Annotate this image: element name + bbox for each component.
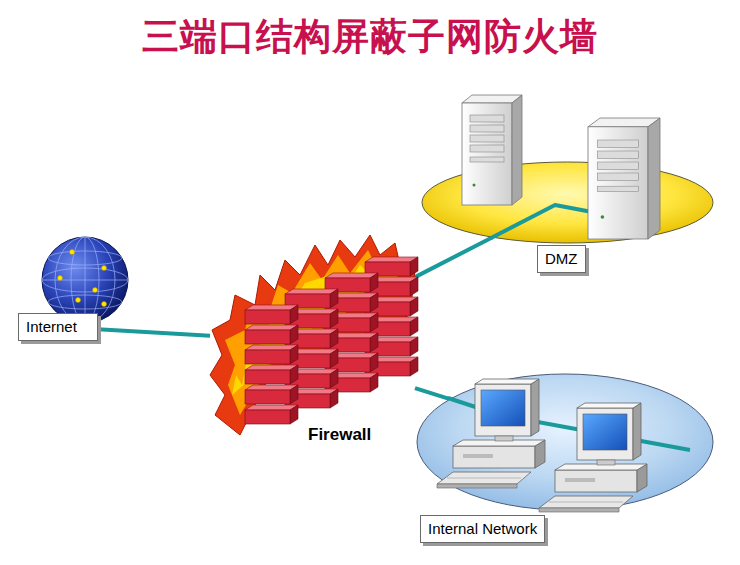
brick [245,405,298,424]
brick [245,305,298,324]
network-link [98,329,210,335]
brick [245,385,298,404]
internet-label: Internet [18,313,98,341]
node-label: Internet [26,318,90,336]
brick [245,345,298,364]
firewall-illustration [210,235,415,447]
brick [245,325,298,344]
network-link [415,237,493,277]
firewall-node: Firewall [210,235,415,447]
dmz-ellipse [420,160,715,245]
network-link [415,388,450,399]
node-caption: Firewall [308,425,371,445]
internal-network-zone: Internal Network [415,372,715,512]
brick [245,365,298,384]
dmz-zone: DMZ [420,160,715,245]
zone-label: Internal Network [420,515,545,543]
zone-label: DMZ [537,245,586,273]
diagram-title: 三端口结构屏蔽子网防火墙 [0,12,740,62]
internal-network-ellipse [415,372,715,512]
